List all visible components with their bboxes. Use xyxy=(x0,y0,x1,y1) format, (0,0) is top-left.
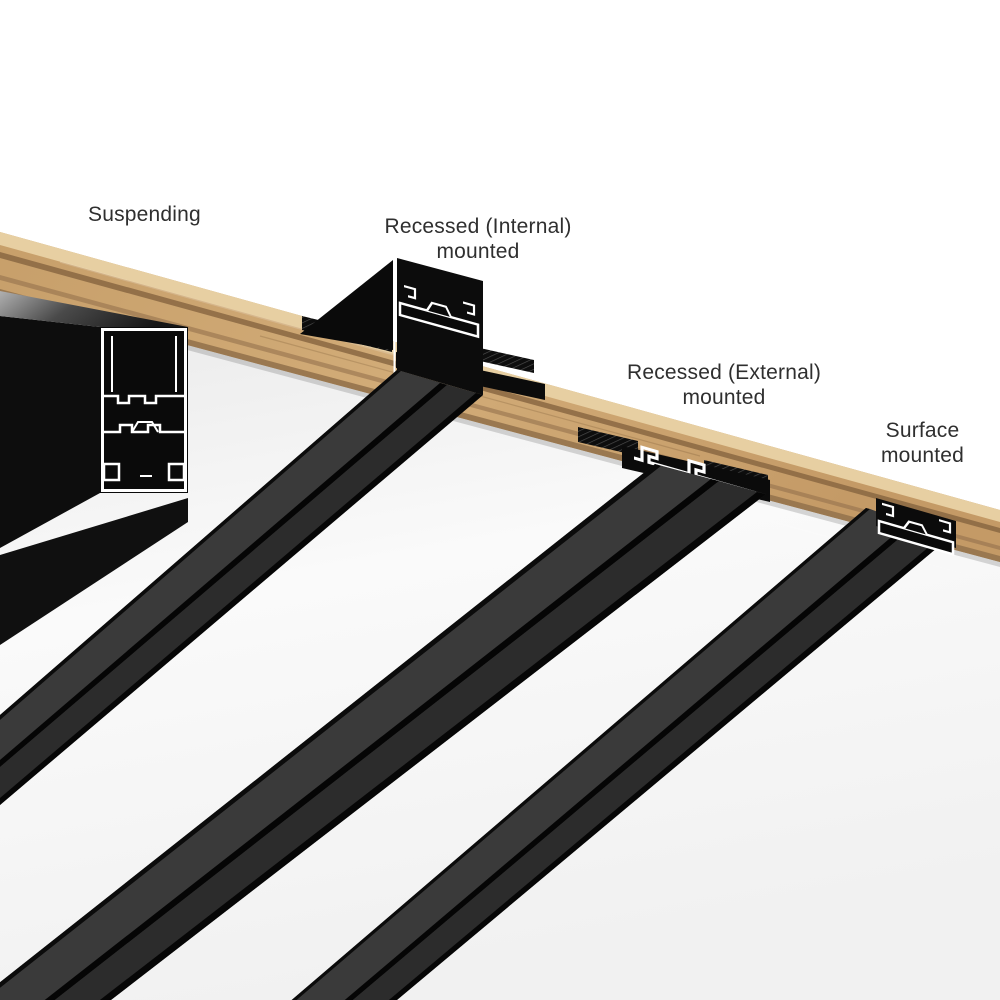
surface-track xyxy=(291,498,956,1000)
surface-track-band xyxy=(291,508,950,1000)
internal-right-pad xyxy=(480,348,534,373)
label-line: mounted xyxy=(880,444,965,467)
suspended-track-top-face xyxy=(0,291,188,327)
recessed-external-track xyxy=(0,427,770,1000)
label-line: Surface xyxy=(885,419,960,442)
surface-track-cross-section xyxy=(877,502,955,556)
label-recessed-internal: Recessed (Internal) mounted xyxy=(360,214,596,264)
label-suspending: Suspending xyxy=(88,202,201,227)
suspended-track xyxy=(0,291,188,645)
suspended-track-body xyxy=(0,316,100,548)
internal-track-cross-section xyxy=(398,285,480,339)
label-line: mounted xyxy=(682,386,766,409)
internal-track-band xyxy=(0,370,483,805)
internal-back-fin xyxy=(300,260,393,350)
wood-groove xyxy=(0,252,1000,533)
label-line: Suspending xyxy=(88,203,201,226)
suspended-track-cross-section xyxy=(100,327,188,493)
suspended-track-band xyxy=(0,498,188,645)
external-track-band xyxy=(0,464,766,1000)
label-line: Recessed (External) xyxy=(626,361,822,384)
label-line: mounted xyxy=(436,240,520,263)
recessed-internal-track xyxy=(0,258,545,805)
label-recessed-external: Recessed (External) mounted xyxy=(605,360,843,410)
label-line: Recessed (Internal) xyxy=(384,215,572,238)
label-surface-mounted: Surface mounted xyxy=(845,418,1000,468)
